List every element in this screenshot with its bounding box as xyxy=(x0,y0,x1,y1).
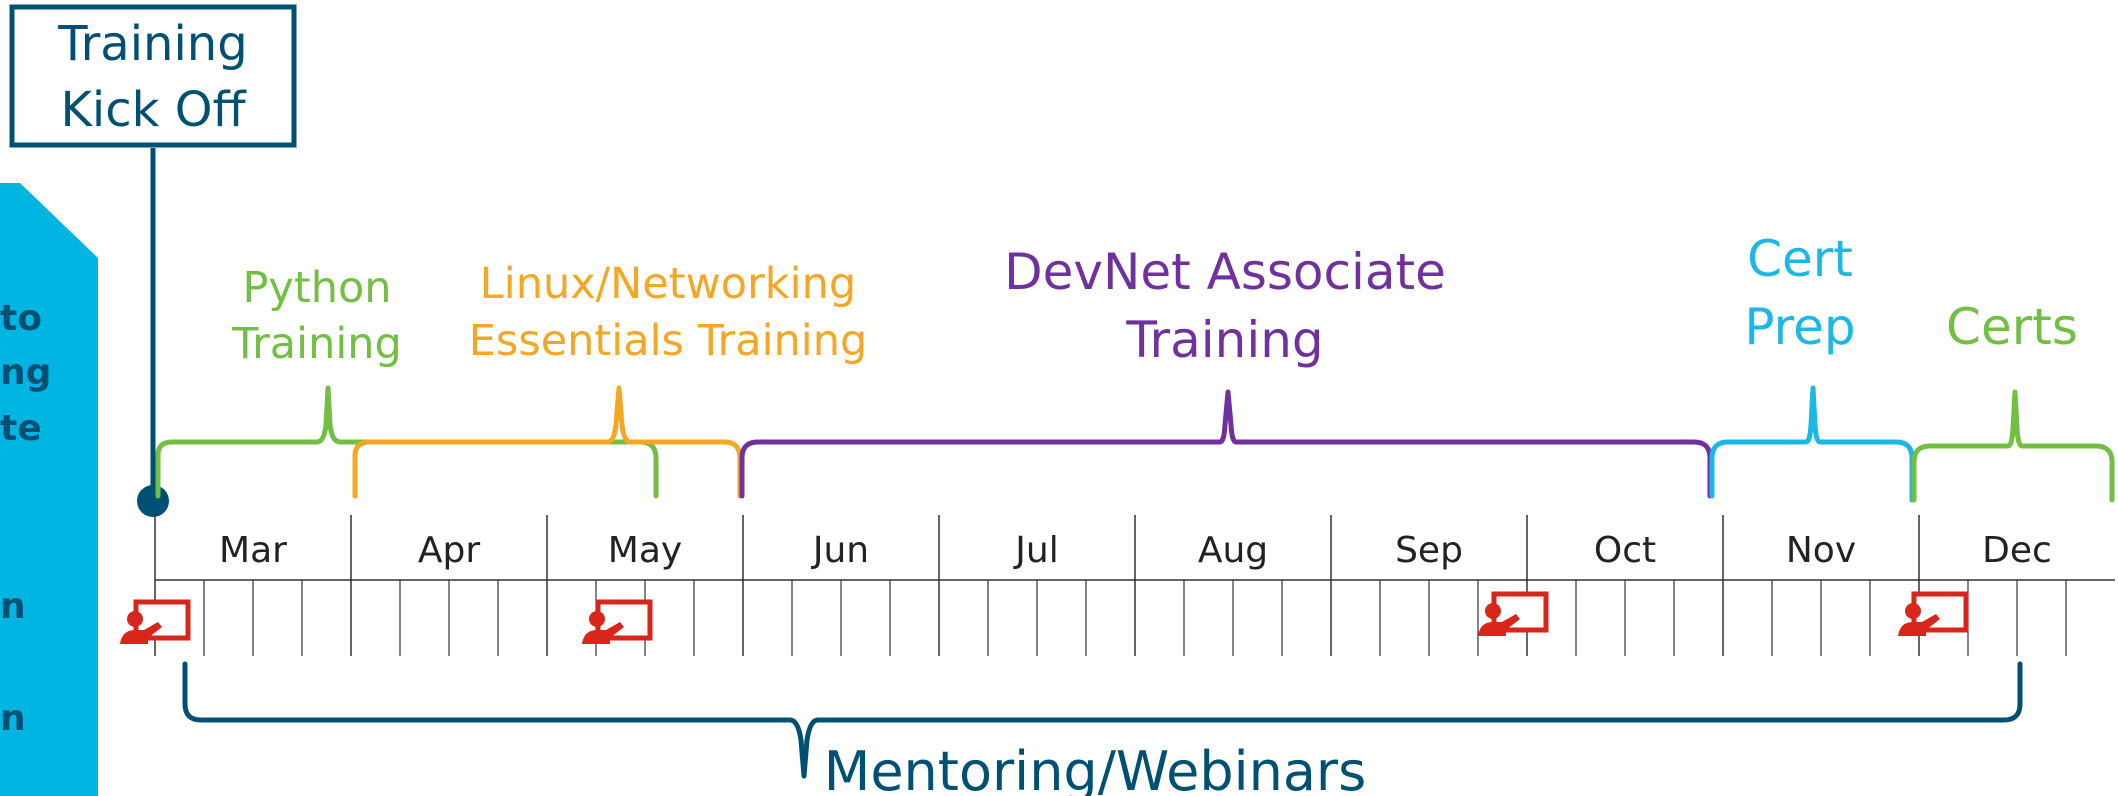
presenter-icon xyxy=(1898,591,1969,636)
phase-label-devnet: DevNet Associate xyxy=(1004,243,1446,301)
phase-label-linux: Linux/Networking xyxy=(480,259,856,309)
kickoff-title-line1: Training xyxy=(57,16,247,72)
kickoff-dot xyxy=(137,485,169,517)
kickoff-box xyxy=(9,4,297,148)
brace-certs xyxy=(1911,389,2115,503)
month-label-oct: Oct xyxy=(1594,530,1656,571)
month-label-mar: Mar xyxy=(219,530,287,571)
brace-devnet xyxy=(739,389,1713,499)
month-label-aug: Aug xyxy=(1198,530,1268,571)
month-label-dec: Dec xyxy=(1982,530,2052,571)
sidebar-text-3: te xyxy=(0,408,42,449)
phase-label-devnet-2: Training xyxy=(1125,311,1323,369)
month-label-nov: Nov xyxy=(1786,530,1856,571)
presenter-icon xyxy=(582,599,653,644)
phase-label-cert-prep-2: Prep xyxy=(1744,298,1855,356)
month-label-sep: Sep xyxy=(1395,530,1463,571)
sidebar-text-1: to xyxy=(0,298,42,339)
mentoring-label: Mentoring/Webinars xyxy=(824,740,1367,796)
sidebar-text-5: n xyxy=(0,698,26,739)
month-label-apr: Apr xyxy=(418,530,480,571)
brace-linux xyxy=(352,385,743,499)
sidebar-text-4: n xyxy=(0,586,26,627)
phase-label-python-2: Training xyxy=(231,319,402,369)
phase-braces xyxy=(155,385,2115,503)
presenter-icon xyxy=(1478,591,1549,636)
kickoff-marker: Training Kick Off xyxy=(9,4,297,517)
sidebar-panel: to ng te n n xyxy=(0,183,98,796)
phase-labels: Python Training Linux/Networking Essenti… xyxy=(231,230,2078,369)
webinar-icons xyxy=(120,591,1969,644)
month-label-jun: Jun xyxy=(811,530,869,571)
phase-label-linux-2: Essentials Training xyxy=(469,316,868,366)
timeline-grid: Mar Apr May Jun Jul Aug Sep Oct Nov Dec xyxy=(154,515,2115,656)
month-label-jul: Jul xyxy=(1013,530,1058,571)
phase-label-cert-prep: Cert xyxy=(1747,230,1853,288)
phase-label-certs: Certs xyxy=(1946,298,2078,356)
presenter-icon xyxy=(120,599,191,644)
mentoring-span: Mentoring/Webinars xyxy=(182,661,2023,796)
brace-mentoring xyxy=(182,661,2023,779)
sidebar-text-2: ng xyxy=(0,352,51,393)
brace-cert-prep xyxy=(1709,385,1915,503)
sidebar-background xyxy=(0,183,98,796)
month-label-may: May xyxy=(608,530,682,571)
phase-label-python: Python xyxy=(242,263,391,313)
kickoff-title-line2: Kick Off xyxy=(60,82,246,138)
